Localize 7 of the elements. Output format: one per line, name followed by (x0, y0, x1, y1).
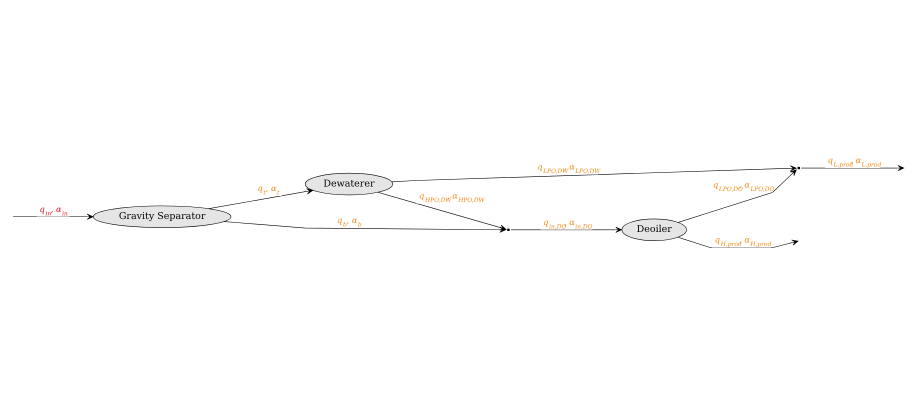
edge-label: q$_{in,DO}$, α$_{in,DO}$ (543, 216, 592, 230)
edge-label: q$_{t}$, α$_{t}$ (257, 182, 280, 196)
edge-label: q$_{b}$, α$_{b}$ (337, 214, 362, 228)
edge-label: q$_{L,prod}$, α$_{L,prod}$ (828, 154, 882, 168)
edge-label: q$_{LPO,DO}$, α$_{LPO,DO}$ (712, 178, 774, 192)
edge-label: q$_{in}$, α$_{in}$ (40, 203, 68, 217)
edge-label: q$_{H,prod}$, α$_{H,prod}$ (714, 234, 772, 248)
